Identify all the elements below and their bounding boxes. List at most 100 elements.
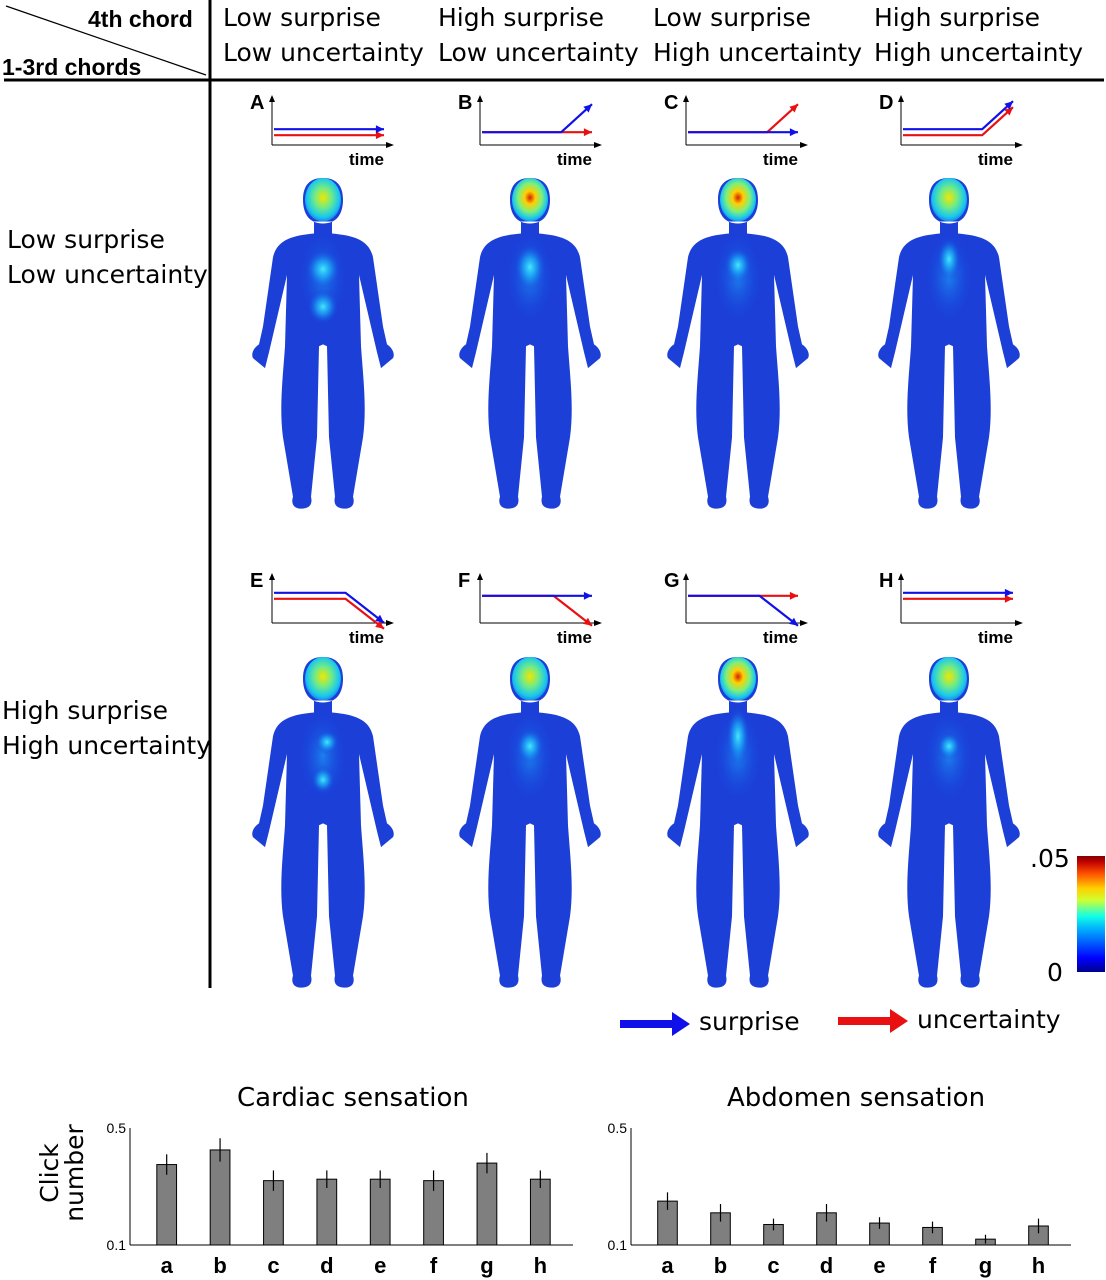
uncertainty-line [274, 597, 385, 630]
body-silhouette [252, 657, 394, 988]
body-silhouette [878, 178, 1020, 509]
uncertainty-arrowhead [1004, 594, 1013, 603]
panel-letter: C [664, 92, 678, 114]
time-axis-label: time [978, 150, 1013, 169]
mini-x-axis-arrowhead [386, 142, 394, 148]
row-header-1-line1: Low surprise [7, 225, 165, 254]
bar-b [209, 1149, 231, 1246]
bar-e [369, 1178, 391, 1246]
column-header-1-line2: Low uncertainty [223, 38, 424, 67]
mini-x-axis-arrowhead [594, 142, 602, 148]
x-tick-label: b [714, 1253, 727, 1278]
panel-letter: F [458, 570, 470, 592]
time-axis-label: time [557, 628, 592, 647]
bar-a [156, 1164, 178, 1246]
body-silhouette [667, 178, 809, 509]
activation-spot [937, 732, 961, 760]
surprise-arrowhead [789, 128, 798, 137]
abdomen-chart-title: Abdomen sensation [727, 1083, 986, 1113]
activation-spot [315, 730, 339, 755]
head-activation [931, 178, 967, 222]
body-map [667, 178, 809, 509]
activation-spot [937, 237, 961, 281]
body-silhouette [667, 657, 809, 988]
body-silhouette [459, 178, 601, 509]
surprise-arrowhead [583, 591, 592, 600]
mini-y-axis-arrowhead [477, 573, 483, 580]
body-map [878, 178, 1020, 509]
colorbar [1077, 856, 1105, 972]
x-tick-label: f [430, 1253, 438, 1278]
y-tick-label: 0.1 [608, 1237, 628, 1253]
column-header-3-line2: High uncertainty [653, 38, 863, 67]
surprise-arrowhead [375, 125, 384, 134]
surprise-line [482, 103, 593, 134]
mini-y-axis-arrowhead [477, 95, 483, 102]
mini-y-axis-arrowhead [898, 95, 904, 102]
body-silhouette [252, 178, 394, 509]
y-tick-label: 0.5 [608, 1120, 628, 1136]
surprise-arrowhead [1004, 588, 1013, 597]
head-activation [720, 178, 756, 222]
mini-x-axis-arrowhead [1015, 142, 1023, 148]
y-tick-label: 0.5 [107, 1120, 127, 1136]
body-map [878, 657, 1020, 988]
mini-x-axis-arrowhead [594, 620, 602, 626]
activation-spot [514, 243, 546, 291]
body-map [252, 178, 394, 509]
time-axis-label: time [763, 150, 798, 169]
head-activation [512, 178, 548, 222]
x-tick-label: a [661, 1253, 674, 1278]
legend-surprise-label: surprise [699, 1007, 800, 1036]
column-header-3: Low surprise High uncertainty [653, 0, 862, 70]
panel-letter: A [250, 92, 264, 114]
activation-spot [516, 728, 544, 764]
corner-diagonal [5, 5, 207, 76]
bar-g [476, 1162, 498, 1246]
time-axis-label: time [978, 628, 1013, 647]
x-tick-label: c [267, 1253, 279, 1278]
activation-spot [726, 706, 750, 766]
torso-activation [297, 706, 349, 806]
body-silhouette [878, 657, 1020, 988]
colorbar-min-label: 0 [1047, 958, 1063, 987]
mini-x-axis-arrowhead [800, 620, 808, 626]
legend-uncertainty-arrow [838, 1009, 908, 1033]
legend-surprise-arrow [620, 1012, 690, 1036]
corner-label-4th-chord: 4th chord [88, 6, 193, 32]
column-header-2: High surprise Low uncertainty [438, 0, 639, 70]
panel-letter: B [458, 92, 472, 114]
legend-uncertainty-label: uncertainty [917, 1005, 1061, 1034]
x-tick-label: g [480, 1253, 493, 1278]
mini-x-axis-arrowhead [1015, 620, 1023, 626]
column-header-4: High surprise High uncertainty [874, 0, 1083, 70]
mini-y-axis-arrowhead [898, 573, 904, 580]
body-map [252, 657, 394, 988]
mini-y-axis-arrowhead [683, 95, 689, 102]
activation-spot [305, 249, 341, 289]
surprise-arrowhead [1004, 101, 1013, 110]
body-map [459, 657, 601, 988]
body-silhouette [459, 657, 601, 988]
column-header-1: Low surprise Low uncertainty [223, 0, 424, 70]
surprise-line [688, 594, 799, 627]
uncertainty-arrowhead [583, 128, 592, 137]
column-header-2-line1: High surprise [438, 3, 605, 32]
head-activation [305, 657, 341, 701]
surprise-arrowhead [789, 617, 798, 626]
x-tick-label: e [873, 1253, 885, 1278]
surprise-line [274, 591, 385, 624]
time-axis-label: time [557, 150, 592, 169]
time-axis-label: time [763, 628, 798, 647]
uncertainty-arrowhead [789, 591, 798, 600]
uncertainty-line [688, 103, 799, 134]
x-tick-label: d [320, 1253, 333, 1278]
